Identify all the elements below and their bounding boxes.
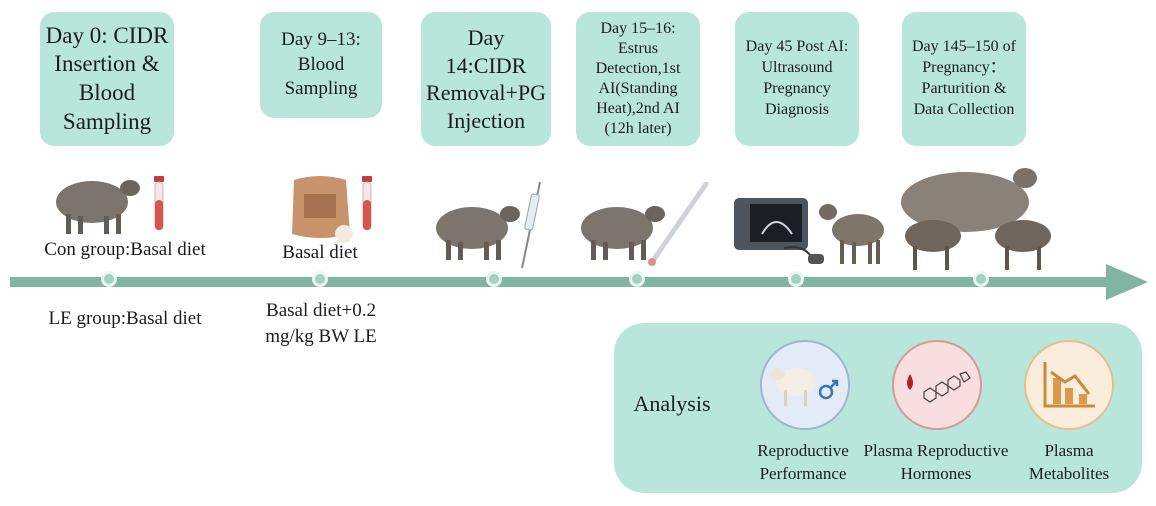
timeline-node-day45 (788, 271, 804, 287)
reproductive-performance-icon-circle (760, 340, 850, 430)
analysis-item-label-3: Plasma Metabolites (1028, 441, 1110, 483)
timeline-arrow (10, 264, 1148, 300)
hormone-molecule-icon (907, 371, 971, 403)
syringe-icon (521, 181, 541, 269)
day15-text: Day 15–16: Estrus Detection,1st AI(Stand… (595, 20, 681, 137)
timeline-node-day9 (312, 271, 328, 287)
day9-text: Day 9–13: Blood Sampling (281, 28, 361, 100)
day0-box: Day 0: CIDR Insertion & Blood Sampling (40, 12, 174, 146)
day15-box: Day 15–16: Estrus Detection,1st AI(Stand… (576, 12, 700, 146)
sheep-icon-3 (581, 206, 665, 260)
blood-tube-icon (154, 176, 164, 231)
ewe-with-lambs-icon (901, 168, 1051, 270)
day45-text: Day 45 Post AI: Ultrasound Pregnancy Dia… (745, 38, 849, 118)
sheep-icon (56, 180, 140, 234)
day9-box: Day 9–13: Blood Sampling (260, 12, 382, 118)
timeline-node-day15 (629, 271, 645, 287)
day45-box: Day 45 Post AI: Ultrasound Pregnancy Dia… (735, 12, 859, 146)
lamb-icon (819, 204, 884, 264)
insemination-catheter-icon (648, 182, 709, 266)
le-diet-label: Basal diet+0.2 mg/kg BW LE (265, 300, 377, 347)
ultrasound-probe-icon (783, 246, 824, 264)
blood-tube-icon-2 (362, 176, 372, 231)
day14-text: Day 14:CIDR Removal+PG Injection (426, 25, 546, 133)
analysis-title: Analysis (633, 391, 711, 416)
analysis-item-label-1: Reproductive Performance (757, 441, 849, 483)
sheep-icon-2 (436, 206, 520, 260)
day14-box: Day 14:CIDR Removal+PG Injection (421, 12, 551, 146)
day0-text: Day 0: CIDR Insertion & Blood Sampling (45, 22, 169, 134)
plasma-hormones-icon-circle (892, 340, 982, 430)
timeline-node-day145 (973, 271, 989, 287)
feed-bag-icon (292, 176, 353, 243)
day145-box: Day 145–150 of Pregnancy： Parturition & … (902, 12, 1026, 146)
plasma-metabolites-icon-circle (1024, 340, 1114, 430)
metabolite-chart-icon (1043, 362, 1095, 408)
analysis-item-label-2: Plasma Reproductive Hormones (863, 441, 1009, 483)
timeline-node-day14 (486, 271, 502, 287)
ultrasound-machine-icon (734, 198, 808, 250)
con-group-label: Con group:Basal diet (44, 239, 206, 260)
basal-diet-label: Basal diet (282, 242, 358, 263)
timeline-node-day0 (101, 271, 117, 287)
le-group-label: LE group:Basal diet (48, 308, 202, 329)
day145-text: Day 145–150 of Pregnancy： Parturition & … (912, 38, 1016, 118)
sheep-male-icon (771, 368, 839, 406)
